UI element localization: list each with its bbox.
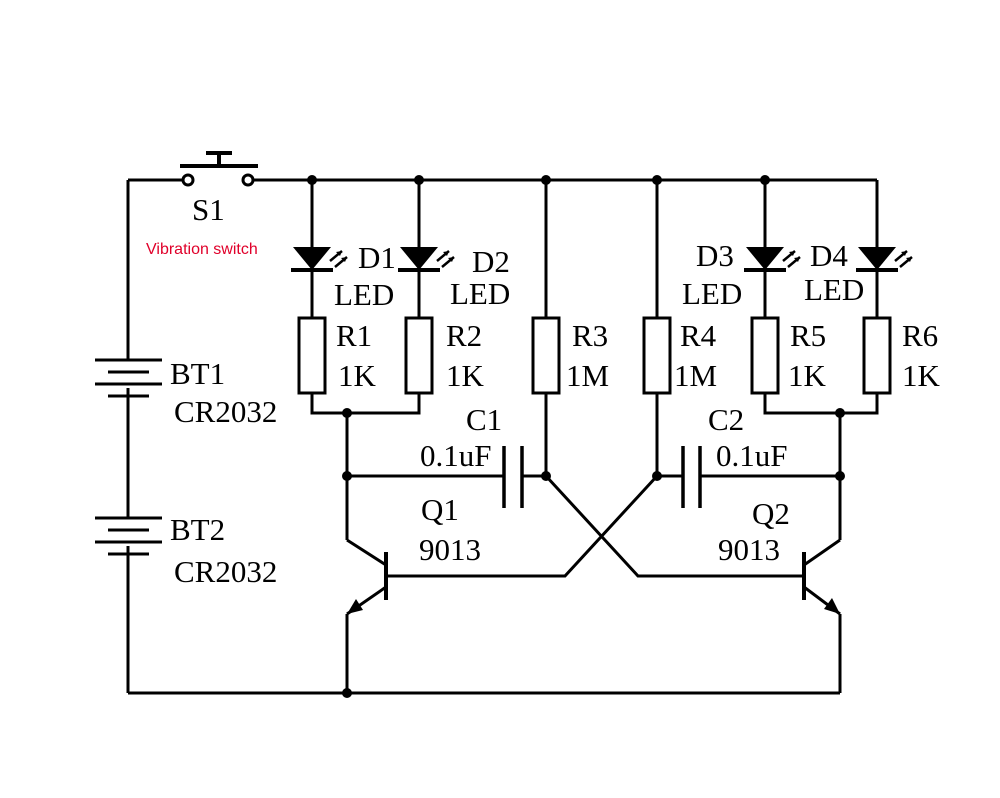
resistor-r5-value: 1K	[788, 358, 827, 393]
led-d4-value: LED	[804, 272, 864, 307]
led-d2-ref: D2	[472, 244, 510, 279]
resistor-r3: R3 1M	[531, 316, 609, 395]
transistor-q2-ref: Q2	[752, 496, 790, 531]
battery-bt1-ref: BT1	[170, 356, 225, 391]
resistor-r5-ref: R5	[790, 318, 826, 353]
capacitor-c2-value: 0.1uF	[716, 438, 788, 473]
transistor-q1: Q1 9013	[346, 492, 481, 616]
resistor-r1-value: 1K	[338, 358, 377, 393]
capacitor-c2: C2 0.1uF	[681, 402, 788, 508]
switch-note: Vibration switch	[146, 241, 258, 258]
resistor-r6-value: 1K	[902, 358, 941, 393]
resistor-r2: R2 1K	[404, 316, 485, 395]
resistor-r2-ref: R2	[446, 318, 482, 353]
led-d3: D3 LED	[682, 238, 802, 311]
capacitor-c1-ref: C1	[466, 402, 502, 437]
resistor-r6-ref: R6	[902, 318, 938, 353]
capacitor-c1-value: 0.1uF	[420, 438, 492, 473]
led-d2: D2 LED	[396, 244, 510, 311]
battery-bt2: BT2 CR2032	[95, 512, 277, 589]
transistor-q2-value: 9013	[718, 532, 780, 567]
transistor-q1-value: 9013	[419, 532, 481, 567]
capacitor-c1: C1 0.1uF	[420, 402, 524, 508]
battery-bt1: BT1 CR2032	[95, 356, 277, 429]
resistor-r4-value: 1M	[674, 358, 717, 393]
wires	[126, 178, 879, 695]
battery-bt1-value: CR2032	[174, 394, 277, 429]
switch-ref: S1	[192, 192, 225, 227]
resistor-r2-value: 1K	[446, 358, 485, 393]
transistor-q2: Q2 9013	[718, 496, 841, 616]
led-d1-value: LED	[334, 277, 394, 312]
transistor-q1-ref: Q1	[421, 492, 459, 527]
junction-dots	[307, 175, 845, 698]
battery-bt2-ref: BT2	[170, 512, 225, 547]
capacitor-c2-ref: C2	[708, 402, 744, 437]
resistor-r4: R4 1M	[642, 316, 717, 395]
resistor-r6: R6 1K	[862, 316, 941, 395]
led-d2-value: LED	[450, 276, 510, 311]
battery-bt2-value: CR2032	[174, 554, 277, 589]
led-d1: D1 LED	[289, 240, 396, 312]
resistor-r1: R1 1K	[297, 316, 377, 395]
resistor-r5: R5 1K	[750, 316, 827, 395]
switch-s1: S1 Vibration switch	[146, 151, 258, 258]
led-d3-ref: D3	[696, 238, 734, 273]
resistor-r4-ref: R4	[680, 318, 717, 353]
resistor-r1-ref: R1	[336, 318, 372, 353]
led-d4-ref: D4	[810, 238, 848, 273]
led-d4: D4 LED	[804, 238, 914, 307]
resistor-r3-ref: R3	[572, 318, 608, 353]
led-d3-value: LED	[682, 276, 742, 311]
led-d1-ref: D1	[358, 240, 396, 275]
resistor-r3-value: 1M	[566, 358, 609, 393]
